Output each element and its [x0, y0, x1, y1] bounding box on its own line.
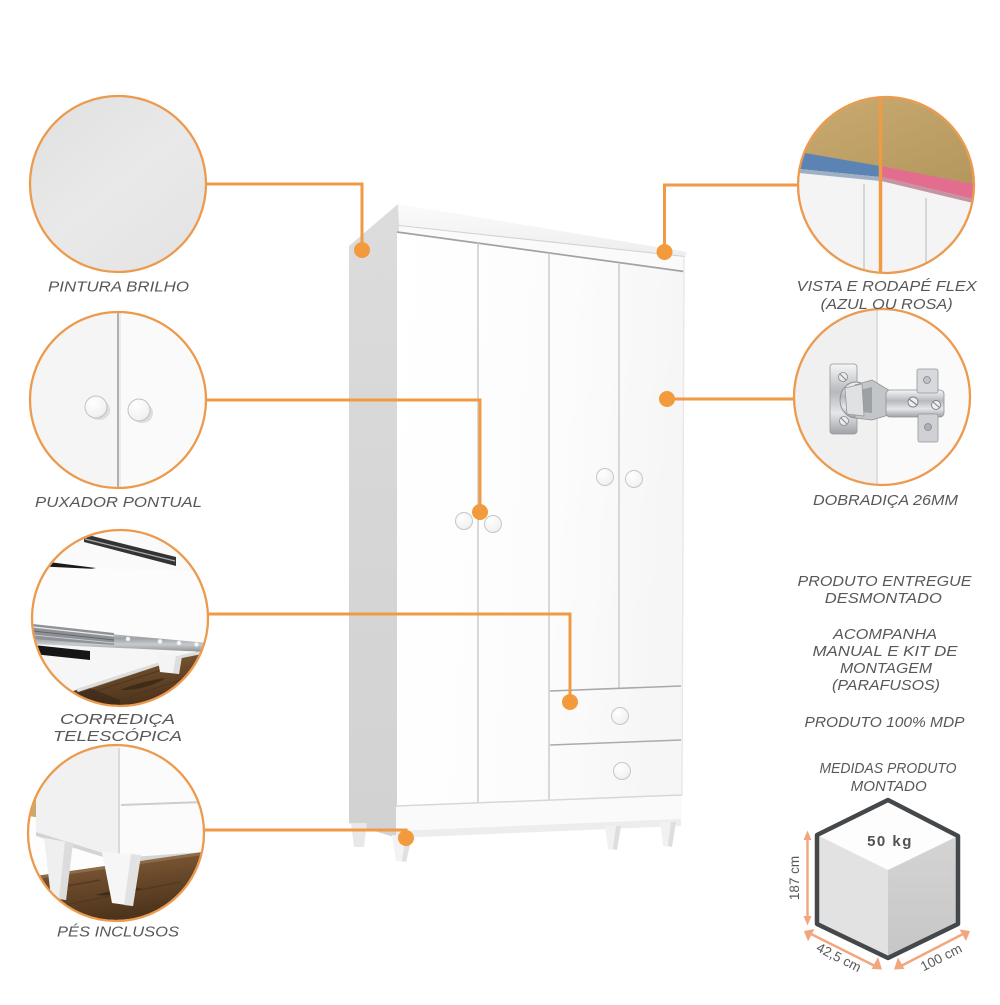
svg-text:DESMONTADO: DESMONTADO — [825, 590, 942, 607]
svg-text:TELESCÓPICA: TELESCÓPICA — [53, 728, 182, 745]
svg-text:MONTAGEM: MONTAGEM — [840, 660, 933, 677]
svg-text:187 cm: 187 cm — [787, 856, 802, 900]
svg-text:(AZUL OU ROSA): (AZUL OU ROSA) — [821, 296, 953, 313]
svg-text:(PARAFUSOS): (PARAFUSOS) — [832, 677, 940, 694]
svg-text:DOBRADIÇA 26MM: DOBRADIÇA 26MM — [813, 492, 959, 509]
svg-text:MANUAL E KIT DE: MANUAL E KIT DE — [813, 643, 959, 660]
svg-text:PUXADOR PONTUAL: PUXADOR PONTUAL — [35, 494, 202, 511]
svg-text:PRODUTO 100% MDP: PRODUTO 100% MDP — [805, 714, 965, 731]
svg-text:50 kg: 50 kg — [867, 833, 913, 850]
svg-text:PINTURA BRILHO: PINTURA BRILHO — [48, 279, 189, 296]
svg-text:VISTA E RODAPÉ FLEX: VISTA E RODAPÉ FLEX — [797, 278, 978, 295]
svg-text:PRODUTO ENTREGUE: PRODUTO ENTREGUE — [798, 573, 973, 590]
svg-text:PÉS INCLUSOS: PÉS INCLUSOS — [57, 924, 179, 941]
svg-text:MEDIDAS PRODUTO: MEDIDAS PRODUTO — [820, 761, 957, 777]
svg-text:ACOMPANHA: ACOMPANHA — [832, 626, 937, 643]
svg-text:CORREDIÇA: CORREDIÇA — [60, 711, 175, 728]
svg-text:MONTADO: MONTADO — [851, 779, 927, 795]
